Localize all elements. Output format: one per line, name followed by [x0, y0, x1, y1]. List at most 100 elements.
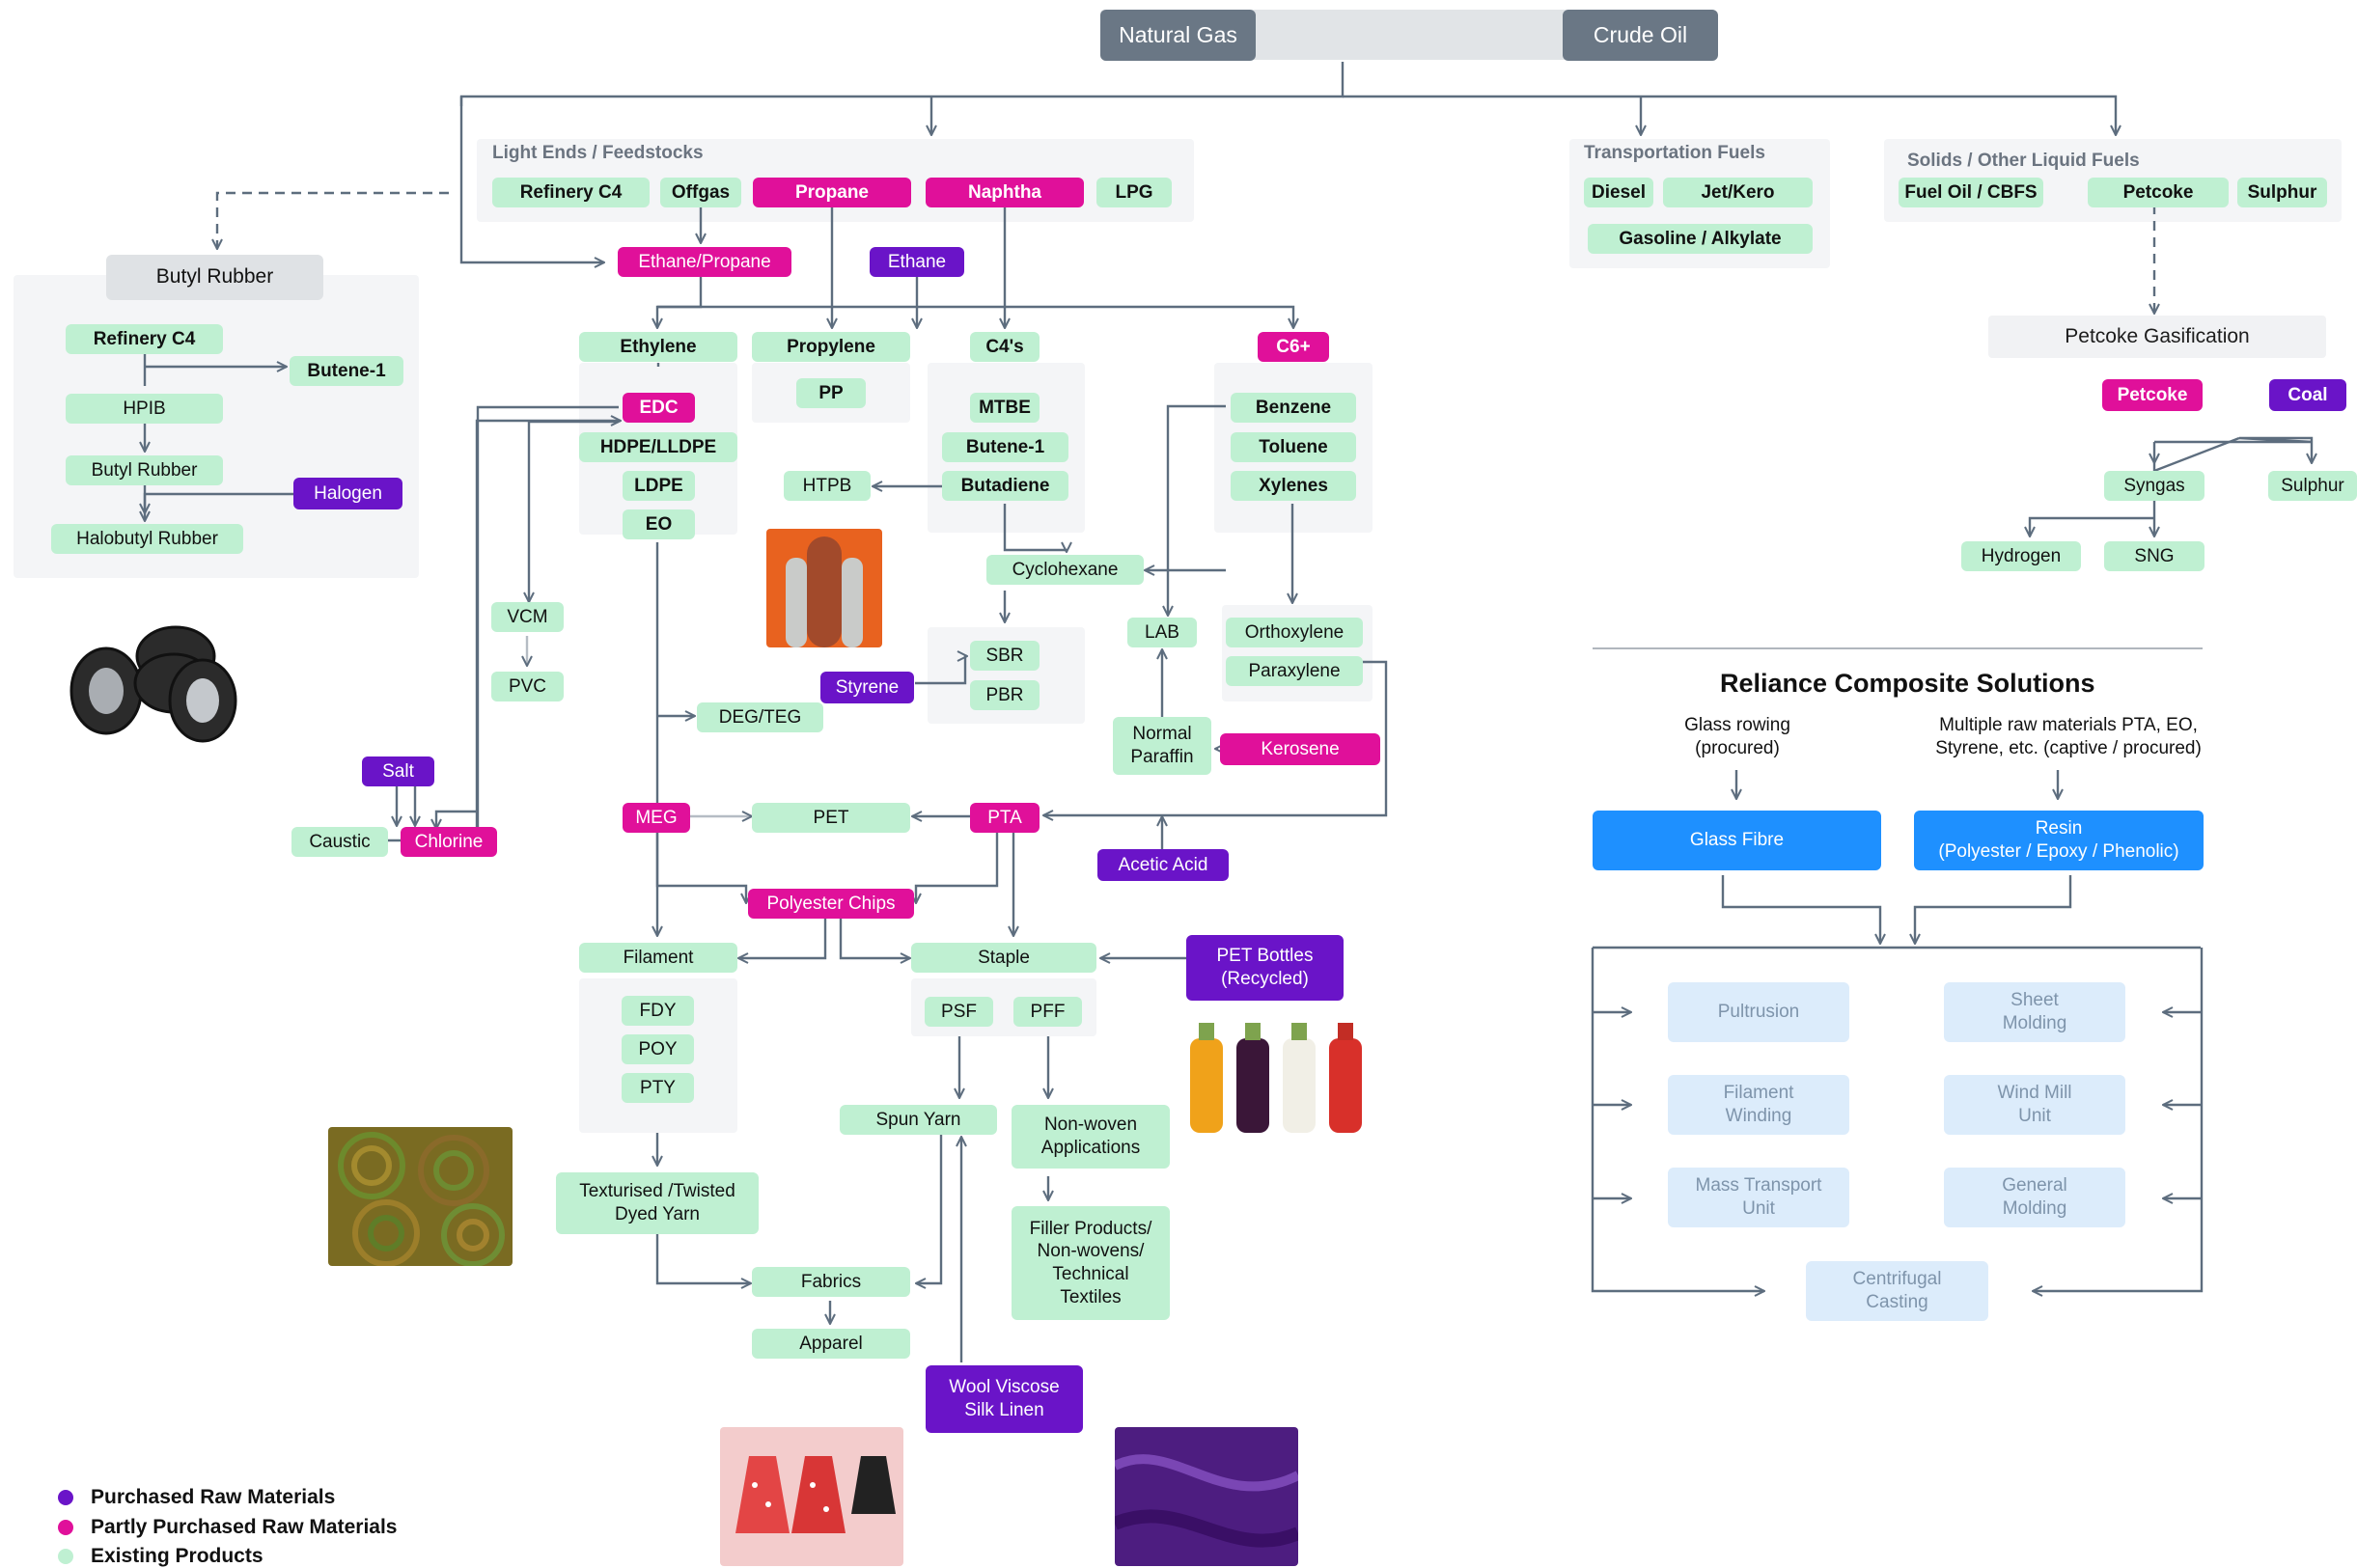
- butadiene-node: Butadiene: [942, 471, 1068, 501]
- coal-node: Coal: [2269, 379, 2346, 411]
- pta-node: PTA: [970, 803, 1040, 833]
- light-ends-title: Light Ends / Feedstocks: [492, 143, 704, 163]
- salt-node: Salt: [362, 756, 434, 786]
- pty-node: PTY: [622, 1073, 694, 1103]
- cyclohexane-node: Cyclohexane: [986, 555, 1144, 585]
- offgas-node: Offgas: [660, 178, 741, 207]
- bottles-image: [1182, 1021, 1371, 1135]
- poy-node: POY: [622, 1034, 694, 1064]
- existing-dot-icon: [58, 1549, 73, 1564]
- petcoke-node: Petcoke: [2088, 178, 2229, 207]
- jetkero-node: Jet/Kero: [1663, 178, 1813, 207]
- glass-fibre-node: Glass Fibre: [1593, 811, 1881, 870]
- rocket-image: [766, 529, 882, 647]
- spun-yarn-node: Spun Yarn: [840, 1105, 997, 1135]
- eo-node: EO: [623, 509, 695, 539]
- nonwoven-node: Non-woven Applications: [1012, 1105, 1170, 1169]
- gasoline-node: Gasoline / Alkylate: [1588, 224, 1813, 254]
- legend-purchased-label: Purchased Raw Materials: [91, 1486, 336, 1508]
- kerosene-node: Kerosene: [1220, 733, 1380, 765]
- pet-node: PET: [752, 803, 910, 833]
- halogen-node: Halogen: [293, 478, 402, 509]
- texturised-node: Texturised /Twisted Dyed Yarn: [556, 1172, 759, 1234]
- crude-oil-node: Crude Oil: [1563, 10, 1718, 61]
- legend-existing: Existing Products: [58, 1545, 263, 1568]
- apparel-node: Apparel: [752, 1329, 910, 1359]
- fabric-swirl-image: [328, 1127, 513, 1266]
- gasification-title: Petcoke Gasification: [2065, 324, 2250, 347]
- butyl-rubber-node: Butyl Rubber: [66, 455, 223, 485]
- legend-partly: Partly Purchased Raw Materials: [58, 1516, 397, 1539]
- ldpe-node: LDPE: [623, 471, 695, 501]
- deg-teg-node: DEG/TEG: [697, 702, 823, 732]
- acetic-acid-node: Acetic Acid: [1097, 849, 1229, 881]
- normal-paraffin-node: Normal Paraffin: [1113, 717, 1211, 775]
- hpib-node: HPIB: [66, 394, 223, 424]
- composite-title: Reliance Composite Solutions: [1720, 669, 2095, 698]
- pet-bottles-node: PET Bottles (Recycled): [1186, 935, 1344, 1001]
- ethane-propane-node: Ethane/Propane: [618, 247, 791, 277]
- edc-node: EDC: [623, 393, 695, 423]
- sheet-molding-node: Sheet Molding: [1944, 982, 2125, 1042]
- solids-title: Solids / Other Liquid Fuels: [1907, 151, 2140, 171]
- fuel-oil-node: Fuel Oil / CBFS: [1899, 178, 2043, 207]
- legend-purchased: Purchased Raw Materials: [58, 1486, 335, 1509]
- pultrusion-node: Pultrusion: [1668, 982, 1849, 1042]
- partly-dot-icon: [58, 1520, 73, 1535]
- ethylene-node: Ethylene: [579, 332, 737, 362]
- fabrics-node: Fabrics: [752, 1267, 910, 1297]
- natural-gas-node: Natural Gas: [1100, 10, 1256, 61]
- halobutyl-node: Halobutyl Rubber: [51, 524, 243, 554]
- lab-node: LAB: [1127, 618, 1197, 647]
- pff-node: PFF: [1013, 997, 1082, 1027]
- paraxylene-node: Paraxylene: [1226, 656, 1363, 686]
- resin-node: Resin (Polyester / Epoxy / Phenolic): [1914, 811, 2204, 870]
- polyester-chips-node: Polyester Chips: [748, 889, 914, 919]
- sng-node: SNG: [2104, 541, 2204, 571]
- gasification-panel: [1988, 316, 2326, 358]
- filament-node: Filament: [579, 943, 737, 973]
- purple-silk-image: [1115, 1427, 1298, 1566]
- pbr-node: PBR: [970, 680, 1040, 710]
- filler-node: Filler Products/ Non-wovens/ Technical T…: [1012, 1206, 1170, 1320]
- caustic-node: Caustic: [291, 827, 388, 857]
- psf-node: PSF: [925, 997, 993, 1027]
- filament-winding-node: Filament Winding: [1668, 1075, 1849, 1135]
- propylene-node: Propylene: [752, 332, 910, 362]
- naphtha-node: Naphtha: [926, 178, 1084, 207]
- syngas-node: Syngas: [2104, 471, 2204, 501]
- c4-butene-node: Butene-1: [942, 432, 1068, 462]
- sbr-node: SBR: [970, 641, 1040, 671]
- staple-node: Staple: [911, 943, 1096, 973]
- hydrogen-node: Hydrogen: [1961, 541, 2081, 571]
- vcm-node: VCM: [491, 602, 564, 632]
- meg-node: MEG: [623, 803, 690, 833]
- lpg-node: LPG: [1096, 178, 1172, 207]
- orthoxylene-node: Orthoxylene: [1226, 618, 1363, 647]
- glass-rowing-text: Glass rowing (procured): [1684, 715, 1790, 758]
- chlorine-node: Chlorine: [401, 827, 497, 857]
- hdpe-node: HDPE/LLDPE: [579, 432, 737, 462]
- dresses-image: [720, 1427, 903, 1566]
- c6plus-node: C6+: [1258, 332, 1329, 362]
- mtbe-node: MTBE: [970, 393, 1040, 423]
- ethane-node: Ethane: [870, 247, 964, 277]
- propane-node: Propane: [753, 178, 911, 207]
- c4s-node: C4's: [970, 332, 1040, 362]
- gasif-petcoke-node: Petcoke: [2102, 379, 2203, 411]
- butyl-title: Butyl Rubber: [106, 255, 323, 300]
- htpb-node: HTPB: [784, 471, 871, 501]
- legend-partly-label: Partly Purchased Raw Materials: [91, 1516, 398, 1538]
- styrene-node: Styrene: [820, 672, 914, 703]
- tires-image: [58, 608, 241, 747]
- transport-title: Transportation Fuels: [1584, 143, 1765, 163]
- benzene-node: Benzene: [1231, 393, 1356, 423]
- mass-transport-node: Mass Transport Unit: [1668, 1168, 1849, 1227]
- centrifugal-node: Centrifugal Casting: [1806, 1261, 1988, 1321]
- wool-node: Wool Viscose Silk Linen: [926, 1365, 1083, 1433]
- fdy-node: FDY: [622, 996, 694, 1026]
- pp-node: PP: [796, 378, 866, 408]
- sulphur-solid-node: Sulphur: [2237, 178, 2327, 207]
